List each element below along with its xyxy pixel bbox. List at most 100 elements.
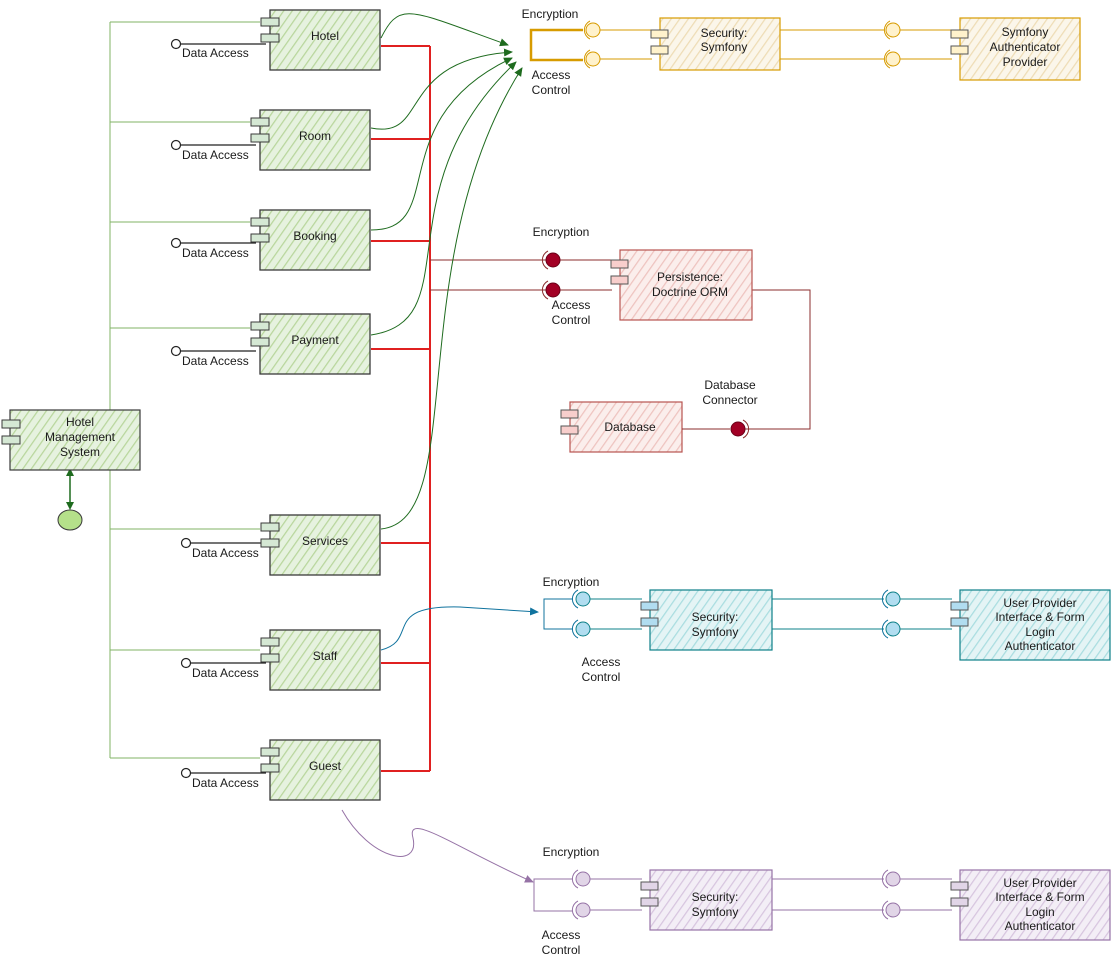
bus-persistence-lines bbox=[430, 259, 811, 430]
svg-text:Access: Access bbox=[552, 298, 591, 312]
svg-text:Control: Control bbox=[542, 943, 581, 957]
module-room[interactable]: Data Access Room bbox=[170, 109, 371, 171]
module-label: Room bbox=[299, 129, 331, 143]
staff-security-group: Encryption Access Control Security: Symf… bbox=[543, 575, 1111, 684]
svg-text:Authenticator: Authenticator bbox=[1005, 919, 1076, 933]
svg-text:Symfony: Symfony bbox=[692, 905, 739, 919]
module-port-icon bbox=[250, 233, 270, 243]
module-body bbox=[269, 9, 381, 71]
module-body bbox=[269, 629, 381, 691]
guest-to-security-arrow bbox=[341, 809, 534, 883]
svg-text:User Provider: User Provider bbox=[1003, 876, 1076, 890]
svg-text:Persistence:: Persistence: bbox=[657, 270, 723, 284]
module-body bbox=[259, 209, 371, 271]
security-component[interactable]: Security: Symfony bbox=[650, 17, 781, 71]
module-booking[interactable]: Data Access Booking bbox=[170, 209, 371, 271]
persistence-encryption-label: Encryption bbox=[533, 225, 590, 239]
svg-text:Control: Control bbox=[532, 83, 571, 97]
staff-user-provider[interactable]: User Provider Interface & Form Login Aut… bbox=[950, 589, 1111, 661]
svg-text:Symfony: Symfony bbox=[701, 40, 748, 54]
data-access-port bbox=[180, 537, 192, 549]
module-port-icon bbox=[260, 522, 280, 532]
module-port-icon bbox=[260, 538, 280, 548]
svg-text:Access: Access bbox=[532, 68, 571, 82]
guest-access-control-label: Access Control bbox=[542, 928, 581, 957]
guest-security-component[interactable]: Security: Symfony bbox=[640, 869, 773, 931]
data-access-port bbox=[170, 139, 182, 151]
svg-text:Security:: Security: bbox=[692, 890, 739, 904]
persistence-group: Encryption Access Control Persistence: D… bbox=[533, 225, 758, 453]
database-connector-port bbox=[730, 421, 746, 437]
svg-text:Security:: Security: bbox=[701, 26, 748, 40]
svg-text:Access: Access bbox=[582, 655, 621, 669]
svg-text:Interface & Form: Interface & Form bbox=[995, 890, 1084, 904]
module-port-icon bbox=[250, 321, 270, 331]
persistence-access-control-label: Access Control bbox=[552, 298, 591, 327]
svg-text:Login: Login bbox=[1025, 625, 1054, 639]
module-body bbox=[269, 514, 381, 576]
guest-encryption-label: Encryption bbox=[543, 845, 600, 859]
guest-security-group: Encryption Access Control Security: Symf… bbox=[533, 845, 1111, 957]
data-access-label: Data Access bbox=[182, 46, 249, 60]
svg-text:Symfony: Symfony bbox=[692, 625, 739, 639]
system-endpoint bbox=[57, 509, 83, 531]
module-port-icon bbox=[260, 653, 280, 663]
data-access-label: Data Access bbox=[182, 148, 249, 162]
svg-text:Control: Control bbox=[582, 670, 621, 684]
security-access-port bbox=[585, 51, 601, 67]
svg-text:Symfony: Symfony bbox=[1002, 25, 1049, 39]
database-connector-label: Database Connector bbox=[702, 378, 757, 407]
svg-text:Access: Access bbox=[542, 928, 581, 942]
security-arrows bbox=[370, 13, 523, 530]
svg-text:User Provider: User Provider bbox=[1003, 596, 1076, 610]
symfony-authenticator-provider[interactable]: Symfony Authenticator Provider bbox=[950, 17, 1081, 81]
data-access-port bbox=[170, 38, 182, 50]
module-port-icon bbox=[260, 747, 280, 757]
security-encryption-port bbox=[585, 22, 601, 38]
data-access-port bbox=[170, 237, 182, 249]
svg-text:Login: Login bbox=[1025, 905, 1054, 919]
module-body bbox=[269, 739, 381, 801]
svg-text:Authenticator: Authenticator bbox=[1005, 639, 1076, 653]
svg-text:Provider: Provider bbox=[1003, 55, 1048, 69]
data-access-label: Data Access bbox=[182, 246, 249, 260]
module-label: Guest bbox=[309, 759, 342, 773]
security-bracket bbox=[529, 28, 583, 62]
staff-security-component[interactable]: Security: Symfony bbox=[640, 589, 773, 651]
staff-to-security-arrow bbox=[380, 606, 539, 651]
database-label: Database bbox=[604, 420, 656, 434]
persistence-component[interactable]: Persistence: Doctrine ORM bbox=[610, 249, 753, 321]
svg-text:Database: Database bbox=[704, 378, 756, 392]
guest-user-provider[interactable]: User Provider Interface & Form Login Aut… bbox=[950, 869, 1111, 941]
data-access-label: Data Access bbox=[192, 546, 259, 560]
module-port-icon bbox=[260, 763, 280, 773]
module-port-icon bbox=[250, 337, 270, 347]
module-port-icon bbox=[260, 637, 280, 647]
security-access-control-label: Access Control bbox=[532, 68, 571, 97]
red-bus bbox=[371, 45, 431, 772]
module-label: Payment bbox=[291, 333, 339, 347]
module-port-icon bbox=[250, 117, 270, 127]
persistence-encryption-port bbox=[545, 252, 561, 268]
module-port-icon bbox=[250, 217, 270, 227]
module-port-icon bbox=[250, 133, 270, 143]
module-label: Booking bbox=[293, 229, 336, 243]
module-label: Staff bbox=[313, 649, 338, 663]
svg-text:Doctrine ORM: Doctrine ORM bbox=[652, 285, 728, 299]
module-port-icon bbox=[260, 17, 280, 27]
module-hotel[interactable]: Data Access Hotel bbox=[170, 9, 381, 71]
module-body bbox=[259, 109, 371, 171]
module-label: Hotel bbox=[311, 29, 339, 43]
staff-access-control-label: Access Control bbox=[582, 655, 621, 684]
module-port-icon bbox=[260, 33, 280, 43]
database-component[interactable]: Database bbox=[560, 401, 683, 453]
system-tree-lines bbox=[109, 21, 260, 759]
